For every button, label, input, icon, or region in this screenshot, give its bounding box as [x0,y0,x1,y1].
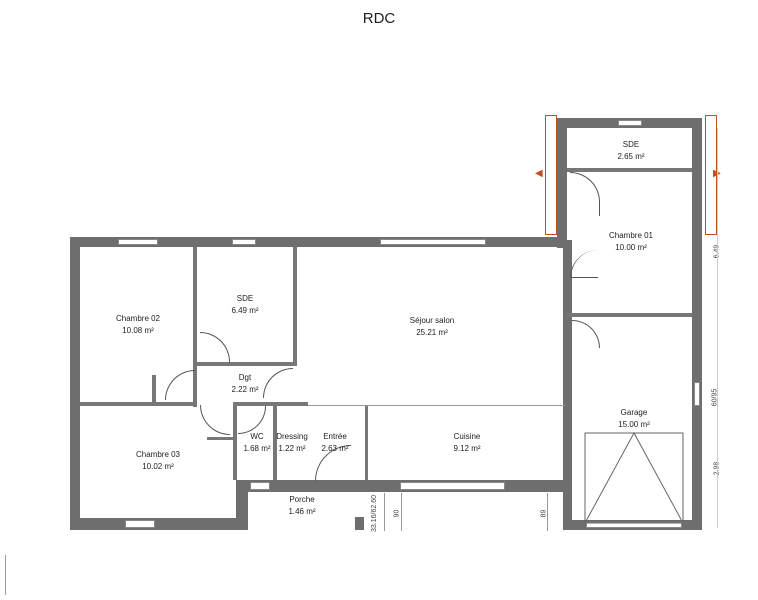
room-area: 1.22 m² [278,444,306,453]
wall [70,237,80,530]
room-label: SDE 2.65 m² [617,139,644,163]
room-label: Entrée 2.63 m² [321,431,348,455]
door [200,405,230,435]
door [200,332,230,362]
window [694,382,700,406]
dimension-label: 90 [393,509,401,518]
room-area: 2.63 m² [321,444,349,453]
margin-line [5,555,6,595]
room-label: Garage 15.00 m² [618,407,650,431]
room-name: Séjour salon [409,316,455,325]
wall [563,240,572,530]
room-name: Garage [620,408,648,417]
room-name: SDE [236,294,254,303]
window [232,239,256,245]
dimension-label: 33.16/62.60 [370,495,378,532]
room-name: Cuisine [453,432,481,441]
wall [567,313,692,317]
window [380,239,486,245]
door [238,406,266,434]
wall [207,437,233,440]
door [570,172,600,216]
room-label: SDE 6.49 m² [231,293,258,317]
garage-door-swing [584,432,684,524]
wall [365,405,368,480]
door [572,320,600,348]
partition [308,405,565,406]
room-label: Dressing 1.22 m² [276,431,308,455]
arrow-icon: ▶ [713,168,721,179]
room-label: Chambre 01 10.00 m² [609,230,653,254]
balcony-right [705,115,717,235]
wall [152,375,156,405]
window [400,482,505,490]
room-label: Séjour salon 25.21 m² [410,315,454,339]
wall [293,247,297,365]
dimension-line [401,493,402,531]
room-area: 6.49 m² [231,306,259,315]
wall [80,402,197,406]
room-area: 25.21 m² [416,328,448,337]
room-area: 2.22 m² [231,385,259,394]
room-name: WC [250,432,264,441]
window [125,520,155,528]
room-name: Entrée [323,432,347,441]
wall [70,237,560,247]
room-name: SDE [622,140,640,149]
room-label: Dgt 2.22 m² [231,372,258,396]
room-label: Cuisine 9.12 m² [453,431,480,455]
room-label: Chambre 02 10.08 m² [116,313,160,337]
door [165,370,195,400]
room-area: 10.00 m² [615,243,647,252]
room-label: WC 1.68 m² [243,431,270,455]
window [250,482,270,490]
wall [567,168,692,172]
wall [197,362,297,366]
room-area: 2.65 m² [617,152,645,161]
room-label: Porche 1.46 m² [288,494,315,518]
dimension-line [717,128,718,528]
room-area: 15.00 m² [618,420,650,429]
wall [557,118,567,248]
dimension-line [384,493,385,531]
room-name: Chambre 03 [135,450,181,459]
wall [193,247,197,407]
door [570,250,598,278]
wall [236,480,248,530]
window [118,239,158,245]
arrow-icon: ◀ [535,168,543,179]
room-name: Chambre 01 [608,231,654,240]
room-area: 9.12 m² [453,444,481,453]
wall [355,517,364,530]
room-area: 10.02 m² [142,462,174,471]
room-area: 1.46 m² [288,507,316,516]
balcony-left [545,115,557,235]
wall [233,402,308,406]
plan-title: RDC [362,10,396,27]
window [618,120,642,126]
room-area: 1.68 m² [243,444,271,453]
wall [70,518,248,530]
room-label: Chambre 03 10.02 m² [136,449,180,473]
wall [233,402,237,480]
wall [273,402,277,480]
dimension-line [547,493,548,531]
room-area: 10.08 m² [122,326,154,335]
door [263,368,293,398]
room-name: Chambre 02 [115,314,161,323]
wall [692,118,702,530]
room-name: Dgt [238,373,252,382]
room-name: Porche [289,495,315,504]
room-name: Dressing [276,432,308,441]
